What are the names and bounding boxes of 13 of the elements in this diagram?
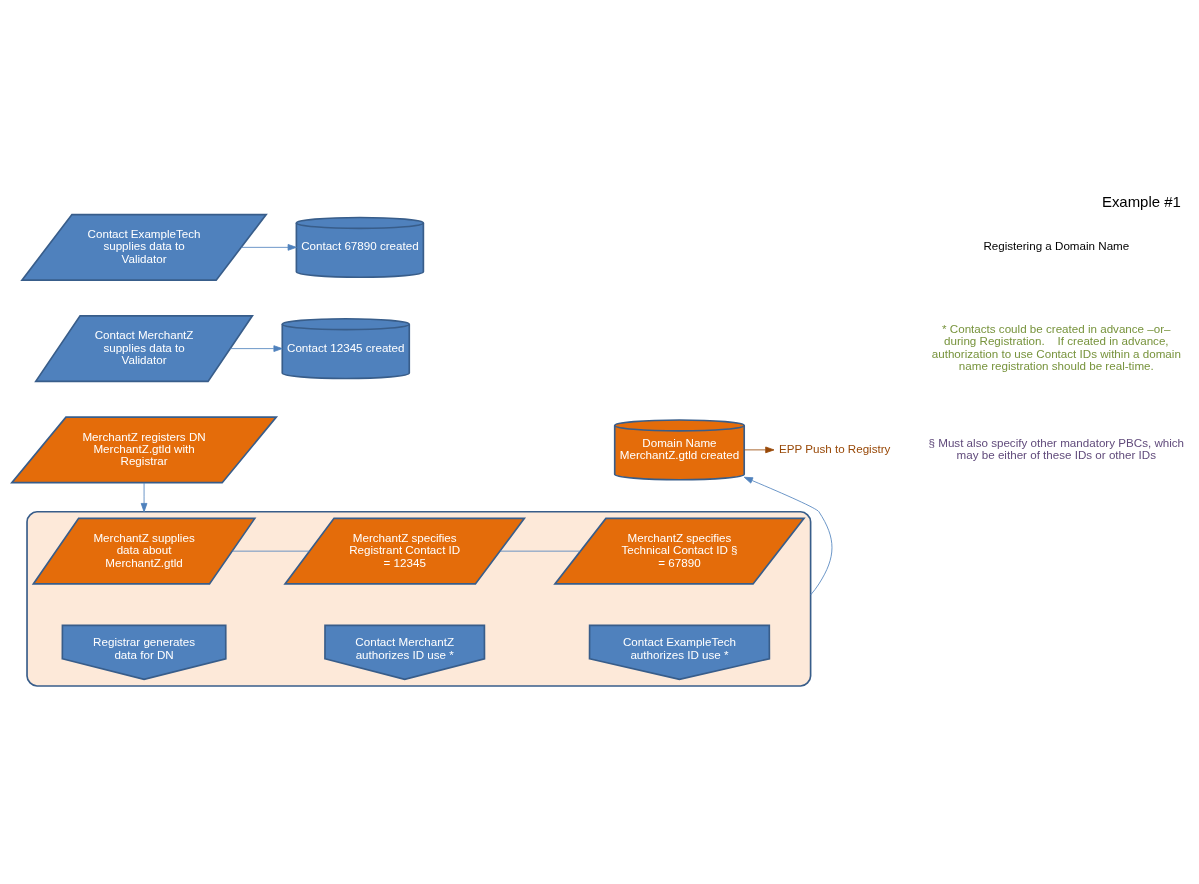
connector (499, 550, 581, 552)
connector (232, 550, 310, 552)
arrow (743, 446, 775, 454)
label: § Must also specify other mandatory PBCs, which may be either of these IDs or other IDs (928, 435, 1185, 462)
arrow (240, 244, 297, 251)
label: * Contacts could be created in advance –or– during Registration. If created in advance, authorization to use Contact IDs within a domain name registration should be real-time. (931, 322, 1181, 373)
arrow (743, 476, 833, 596)
arrow (229, 345, 283, 352)
arrow (140, 482, 148, 513)
node-text: EPP Push to Registry (778, 441, 891, 455)
diagram-title: Example #1 (1101, 192, 1181, 210)
cluster (26, 510, 812, 687)
label: Registering a Domain Name (983, 239, 1130, 253)
